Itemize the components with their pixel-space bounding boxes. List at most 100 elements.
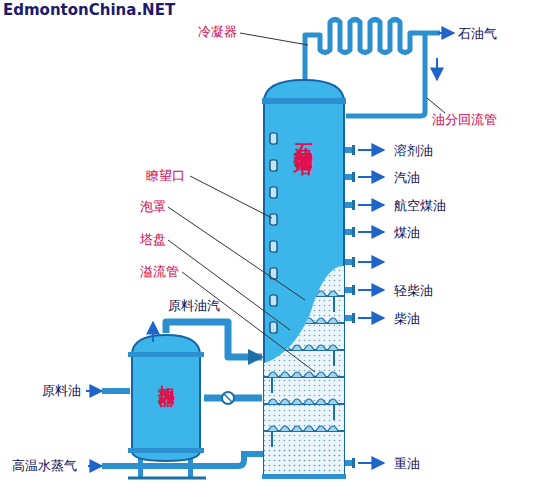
leader-line [168,240,290,330]
outlet-flange [352,458,355,468]
bubble-cap [304,372,314,377]
bubble-cap [292,345,302,350]
outlet-flange [352,313,355,323]
bubble-cap [316,399,326,404]
product-name: 石油气 [458,26,497,41]
vapor-arrow [152,322,154,342]
edge-label: 原料油汽 [168,298,220,313]
bubble-cap [328,399,338,404]
leader-line [240,33,308,45]
edge-group [166,322,262,398]
input-name: 高温水蒸气 [12,458,77,473]
node-outline [128,333,204,463]
bubble-cap [328,345,338,350]
heater-body [132,355,200,451]
steam-arrow [88,465,102,467]
bubble-cap [316,426,326,431]
outlet-flange [352,227,355,237]
part-name: 泡罩 [140,199,166,214]
reflux-pipe [346,33,425,116]
tray-group [264,291,344,477]
tower-cutaway-dots [264,266,344,476]
watermark: EdmontonChina.NET [3,3,175,18]
porthole [270,187,277,198]
overflow-pipe [271,431,273,447]
outlet-arrow [358,289,384,291]
bubble-cap [304,426,314,431]
porthole [270,295,277,306]
bubble-cap [292,426,302,431]
reflux-arrow [436,58,438,80]
valve-symbol [224,394,232,402]
bubble-cap [328,372,338,377]
outlet-flange [352,145,355,155]
overflow-pipe [271,377,273,393]
leader-line [168,207,305,300]
condenser-coil [305,20,440,81]
outlet-arrow [358,176,384,178]
tower-body [264,102,344,477]
outlet-arrow [358,261,384,263]
outlet-flange [352,200,355,210]
bubble-cap [268,345,278,350]
leader-line [182,272,315,372]
bubble-cap [280,318,290,323]
heater-flange [128,448,204,453]
bubble-cap [304,318,314,323]
tower-cutaway [264,266,344,476]
outlet-arrow [358,317,384,319]
heater-base [128,477,206,480]
bubble-cap [292,318,302,323]
bubble-cap [292,399,302,404]
overflow-pipe [333,350,335,366]
tower-flange [262,98,346,104]
tower-liquid [264,446,344,477]
bubble-cap [316,372,326,377]
gas-arrow [438,32,454,34]
porthole [270,241,277,252]
bubble-cap [280,426,290,431]
bubble-cap [280,399,290,404]
overflow-pipe [333,296,335,312]
part-name: 油分回流管 [432,112,497,127]
bubble-cap [292,372,302,377]
product-name: 重油 [394,456,420,471]
bubble-cap [316,345,326,350]
outlet-flange [352,257,355,267]
outlet-arrow [358,149,384,151]
bubble-cap [268,399,278,404]
bubble-cap [316,291,326,296]
product-name: 溶剂油 [394,143,433,158]
porthole [270,133,277,144]
outlet-arrow [358,231,384,233]
bubble-cap [280,372,290,377]
product-name: 汽油 [394,170,420,185]
node-title: 加热器 [156,371,179,380]
outlet-arrow [358,462,384,464]
leader-line [190,176,272,218]
bubble-cap [304,399,314,404]
bubble-cap [328,318,338,323]
bubble-cap [268,426,278,431]
bubble-cap [328,426,338,431]
bubble-cap [280,291,290,296]
bubble-cap [268,372,278,377]
bubble-cap [328,291,338,296]
feed-pipe [166,322,262,357]
valve-symbol [222,392,234,404]
bubble-cap [304,345,314,350]
product-name: 柴油 [394,311,420,326]
feed-pipe [102,388,130,394]
porthole [270,160,277,171]
outlet-flange [352,285,355,295]
heater-flange [128,352,204,357]
product-name: 轻柴油 [394,283,433,298]
bubble-cap [316,318,326,323]
porthole [270,322,277,333]
outlet-arrow [358,204,384,206]
porthole [270,214,277,225]
overflow-pipe [333,404,335,420]
part-name: 瞭望口 [146,168,185,183]
